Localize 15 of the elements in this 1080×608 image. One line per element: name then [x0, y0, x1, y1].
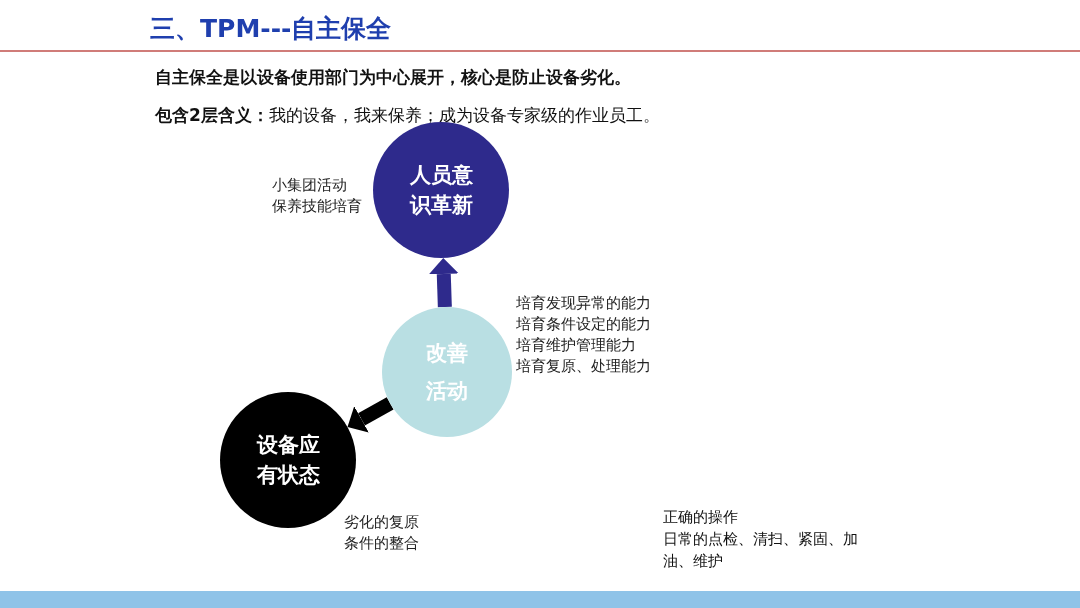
block-arrow	[428, 257, 459, 308]
circle-node: 改善活动	[382, 307, 512, 437]
slide-title: 三、TPM---自主保全	[150, 13, 392, 45]
block-arrow	[347, 397, 394, 433]
node-note: 培育发现异常的能力	[516, 293, 651, 314]
node-note: 小集团活动	[272, 175, 347, 196]
node-note: 条件的整合	[344, 533, 419, 554]
node-note: 保养技能培育	[272, 196, 362, 217]
node-note: 培育复原、处理能力	[516, 356, 651, 377]
node-note: 培育维护管理能力	[516, 335, 636, 356]
note-text: 日常的点检、清扫、紧固、加油、维护	[663, 529, 859, 572]
node-note: 培育条件设定的能力	[516, 314, 651, 335]
intro-sentence: 自主保全是以设备使用部门为中心展开，核心是防止设备劣化。	[155, 66, 631, 88]
note-text: 正确的操作	[663, 507, 738, 528]
node-note: 劣化的复原	[344, 512, 419, 533]
